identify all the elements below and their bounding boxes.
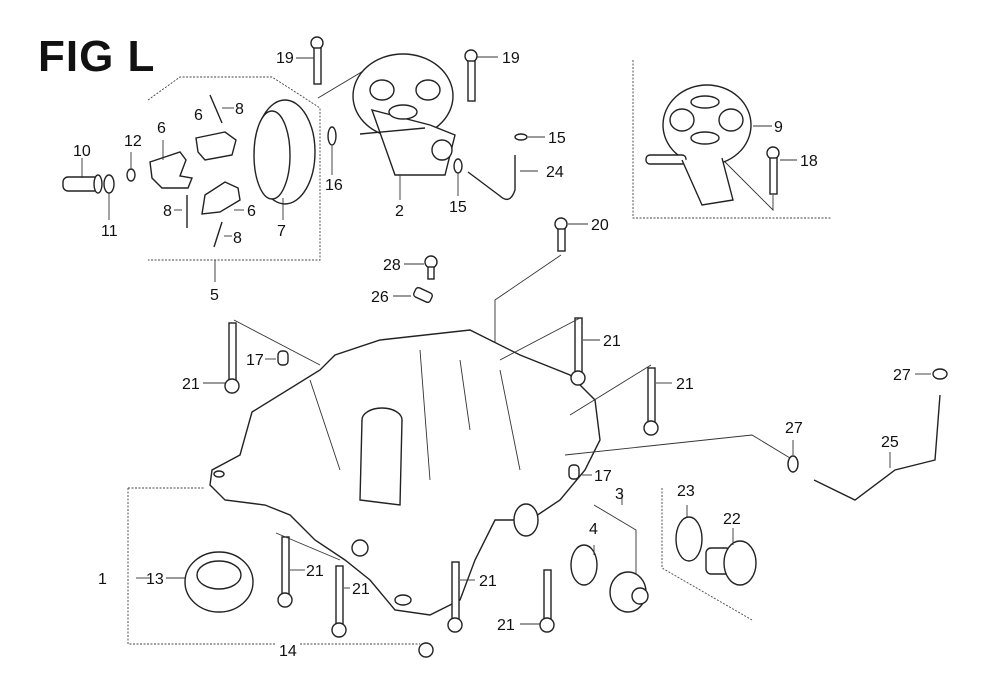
callout-8: 8 bbox=[235, 101, 244, 118]
breather-part bbox=[413, 286, 433, 304]
callout-11: 11 bbox=[101, 223, 118, 240]
callout-17: 17 bbox=[246, 352, 264, 369]
bolt-center-part bbox=[554, 217, 568, 252]
oil-pump-part bbox=[352, 53, 456, 176]
callout-6: 6 bbox=[194, 107, 203, 124]
callout-18: 18 bbox=[800, 153, 818, 170]
o-ring-upper-part bbox=[514, 133, 528, 141]
callout-21: 21 bbox=[182, 376, 200, 393]
crankcase-cover-part bbox=[209, 329, 601, 616]
callout-7: 7 bbox=[277, 223, 286, 240]
bolt-top-left-part bbox=[310, 36, 324, 85]
callout-1: 1 bbox=[98, 571, 107, 588]
callout-4: 4 bbox=[589, 521, 598, 538]
dowel-pin-2 bbox=[568, 464, 580, 480]
figure-title: FIG L bbox=[38, 32, 156, 81]
callout-19: 19 bbox=[276, 50, 294, 67]
drain-washer-part bbox=[570, 544, 598, 586]
dowel-pin-1 bbox=[277, 350, 289, 366]
callout-22: 22 bbox=[723, 511, 741, 528]
oil-seal-part bbox=[184, 551, 254, 613]
bolt-top-center-part bbox=[464, 49, 478, 102]
weight-left-part bbox=[149, 151, 193, 189]
callout-17: 17 bbox=[594, 468, 612, 485]
callout-5: 5 bbox=[210, 287, 219, 304]
oil-tube-part bbox=[813, 394, 941, 501]
callout-14: 14 bbox=[279, 643, 297, 660]
bolt-right-part bbox=[766, 146, 780, 195]
leader-21d-to-case bbox=[275, 532, 341, 561]
governor-assembly-bracket bbox=[147, 76, 321, 261]
callout-21: 21 bbox=[676, 376, 694, 393]
filler-washer-part bbox=[675, 516, 703, 562]
callout-8: 8 bbox=[233, 230, 242, 247]
flange-bolt-7 bbox=[539, 569, 555, 633]
plug-part bbox=[418, 642, 434, 658]
flange-bolt-4 bbox=[277, 536, 293, 608]
callout-27: 27 bbox=[893, 367, 911, 384]
callout-20: 20 bbox=[591, 217, 609, 234]
callout-6: 6 bbox=[247, 203, 256, 220]
leader-18-link bbox=[724, 161, 774, 212]
callout-6: 6 bbox=[157, 120, 166, 137]
callout-27: 27 bbox=[785, 420, 803, 437]
callout-21: 21 bbox=[603, 333, 621, 350]
seal-part bbox=[327, 126, 337, 146]
callout-10: 10 bbox=[73, 143, 91, 160]
shaft-pin-part bbox=[62, 174, 103, 194]
leader-21a-to-case bbox=[233, 319, 321, 366]
leader-3 bbox=[593, 504, 637, 575]
weight-upper-part bbox=[195, 131, 237, 161]
callout-19: 19 bbox=[502, 50, 520, 67]
washer-part bbox=[103, 174, 115, 194]
balancer-frame bbox=[632, 60, 832, 219]
balancer-gear-part bbox=[645, 84, 752, 206]
callout-8: 8 bbox=[163, 203, 172, 220]
callout-9: 9 bbox=[774, 119, 783, 136]
callout-16: 16 bbox=[325, 177, 343, 194]
governor-gear-part bbox=[253, 99, 316, 205]
callout-28: 28 bbox=[383, 257, 401, 274]
o-ring-lower-part bbox=[453, 158, 463, 174]
callout-15: 15 bbox=[449, 199, 467, 216]
cover-bracket bbox=[127, 488, 276, 645]
callout-26: 26 bbox=[371, 289, 389, 306]
clip-part bbox=[126, 168, 136, 182]
callout-23: 23 bbox=[677, 483, 695, 500]
drain-plug-part bbox=[609, 571, 649, 613]
callout-2: 2 bbox=[395, 203, 404, 220]
callout-3: 3 bbox=[615, 486, 624, 503]
flange-bolt-5 bbox=[331, 565, 347, 638]
flange-bolt-3 bbox=[643, 367, 659, 436]
filler-plug-part bbox=[705, 540, 757, 586]
leader-27-to-case bbox=[564, 434, 791, 459]
pin-upper-part bbox=[209, 94, 223, 124]
callout-25: 25 bbox=[881, 434, 899, 451]
flange-bolt-2 bbox=[570, 317, 586, 386]
weight-lower-part bbox=[201, 181, 241, 215]
leader-21b-to-case bbox=[499, 317, 581, 361]
pin-lower-part bbox=[213, 221, 223, 248]
flange-bolt-6 bbox=[447, 561, 463, 633]
clamp-part-2 bbox=[932, 368, 948, 380]
callout-24: 24 bbox=[546, 164, 564, 181]
callout-21: 21 bbox=[306, 563, 324, 580]
pipe-part bbox=[467, 155, 516, 201]
callout-21: 21 bbox=[497, 617, 515, 634]
callout-21: 21 bbox=[479, 573, 497, 590]
bolt-small-part bbox=[424, 255, 438, 280]
clamp-part-1 bbox=[787, 455, 799, 473]
callout-13: 13 bbox=[146, 571, 164, 588]
callout-21: 21 bbox=[352, 581, 370, 598]
leader-21c-to-case bbox=[569, 364, 652, 416]
callout-15: 15 bbox=[548, 130, 566, 147]
callout-12: 12 bbox=[124, 133, 142, 150]
flange-bolt-1 bbox=[224, 322, 240, 394]
